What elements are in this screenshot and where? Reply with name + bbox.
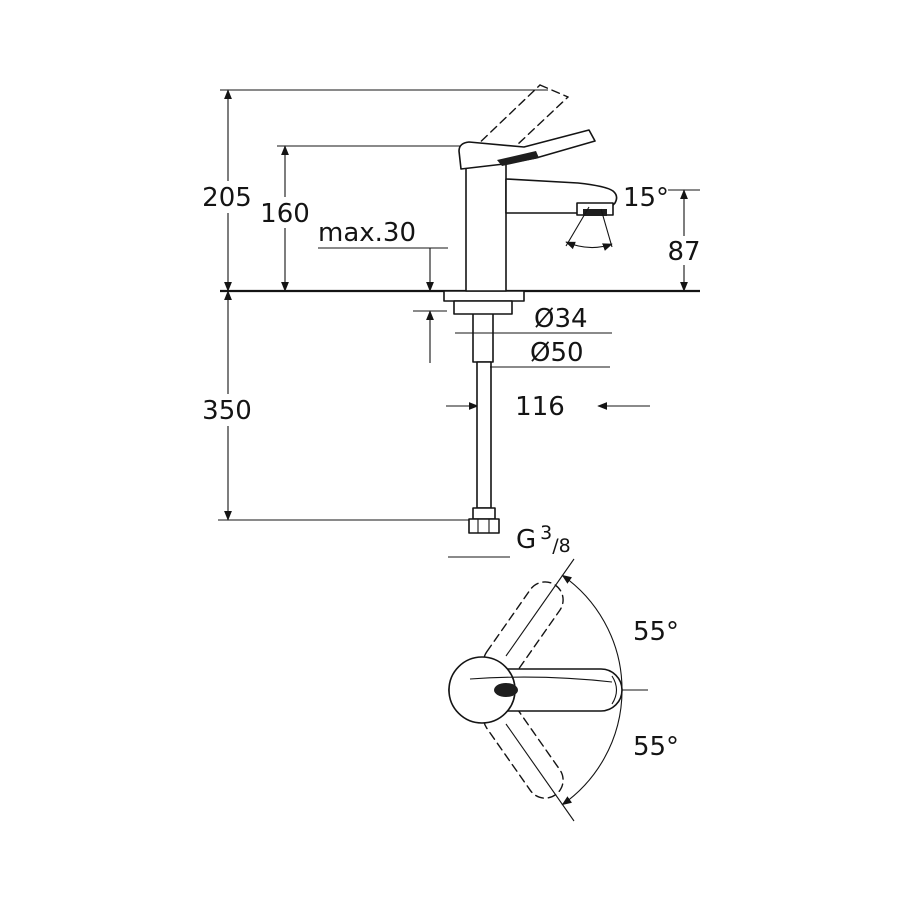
- dim-205-label: 205: [202, 183, 252, 213]
- mask-160: [258, 197, 312, 228]
- dia50-label: Ø50: [530, 338, 584, 368]
- mask-87: [666, 236, 702, 265]
- faucet-lever: [458, 129, 596, 170]
- thread-label-num: 3: [540, 522, 552, 544]
- swivel-up-label: 55°: [633, 617, 679, 647]
- hose-fitting-hex: [468, 518, 500, 534]
- handle-inner-line-top: [469, 676, 613, 683]
- handle-end-contour: [611, 675, 618, 705]
- thread-label-slash: /: [552, 535, 559, 557]
- thread-label-den: 8: [559, 535, 571, 557]
- angle15-line-right: [600, 208, 613, 248]
- dia34-label: Ø34: [534, 304, 588, 334]
- hose-fitting-collar: [472, 507, 496, 520]
- angle15-arc: [565, 241, 613, 251]
- mounting-nut: [453, 300, 513, 315]
- dim-116-label: 116: [515, 392, 565, 422]
- base-washer: [443, 290, 525, 302]
- mask-205: [201, 181, 255, 213]
- swivel-arc: [561, 574, 623, 806]
- raised-handle-dashed-tip: [539, 84, 569, 98]
- faucet-body: [465, 163, 507, 292]
- swivel-line-down: [505, 723, 575, 822]
- max30-label: max.30: [318, 218, 416, 248]
- raised-handle-dashed-line-1: [471, 84, 541, 151]
- thread-label-g: G: [516, 525, 536, 555]
- aerator-outlet: [583, 209, 607, 216]
- mask-350: [201, 394, 255, 426]
- dim-350-label: 350: [202, 396, 252, 426]
- angle15-label: 15°: [623, 183, 669, 213]
- flex-hose: [476, 361, 492, 509]
- handle-swivel-view: 55° 55°: [448, 558, 679, 822]
- dim-160-label: 160: [260, 199, 310, 229]
- angle15-line-left: [565, 206, 590, 247]
- swivel-down-label: 55°: [633, 732, 679, 762]
- lever-shadow: [497, 151, 539, 166]
- dim-87-label: 87: [667, 237, 700, 267]
- handle-slot: [494, 683, 518, 697]
- swivel-line-up: [505, 558, 575, 657]
